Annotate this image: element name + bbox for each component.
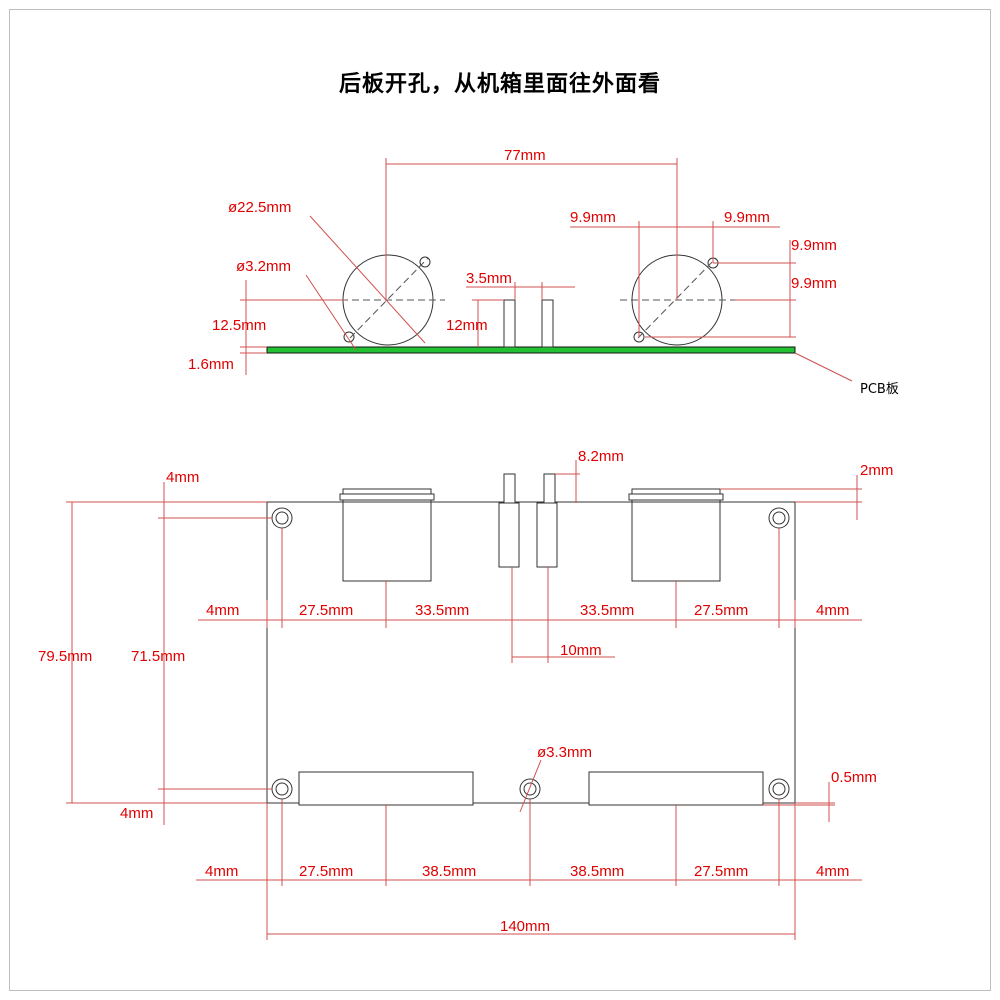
dim-top-row-2: 33.5mm — [415, 602, 469, 619]
mount-hole-top-right — [768, 507, 790, 529]
dim-led-spacing: 10mm — [560, 642, 602, 659]
mount-hole-top-left — [271, 507, 293, 529]
led-right-base — [536, 502, 558, 568]
dim-small-dia: ø3.2mm — [236, 258, 291, 275]
led-left-top — [503, 473, 516, 505]
dim-pcb-thickness: 1.6mm — [188, 356, 234, 373]
led-right-top — [543, 473, 556, 505]
dim-hole-offset-x2: 9.9mm — [724, 209, 770, 226]
dim-bottom-edge-gap: 0.5mm — [831, 769, 877, 786]
dim-top-row-4: 27.5mm — [694, 602, 748, 619]
dim-led-height: 12mm — [446, 317, 488, 334]
bottom-right-connector — [588, 771, 764, 806]
dim-top-span: 77mm — [504, 147, 546, 164]
dim-led-protrusion: 8.2mm — [578, 448, 624, 465]
dim-total-height: 79.5mm — [38, 648, 92, 665]
dim-big-dia: ø22.5mm — [228, 199, 291, 216]
left-screw-hole-b — [343, 331, 355, 343]
dim-bottom-row-4: 27.5mm — [694, 863, 748, 880]
dim-hole-offset-y2: 9.9mm — [791, 275, 837, 292]
top-view: 79.5mm 71.5mm 4mm 4mm 8.2mm 2mm 0.5mm ø3… — [38, 448, 893, 940]
mount-hole-bottom-center — [519, 778, 541, 800]
dim-hole-span-height: 71.5mm — [131, 648, 185, 665]
right-connector-flange-inner — [628, 493, 724, 501]
dim-top-row-0: 4mm — [206, 602, 239, 619]
dim-led-gap: 3.5mm — [466, 270, 512, 287]
drawing-frame — [9, 9, 991, 991]
left-connector-flange-inner — [339, 493, 435, 501]
left-connector-body — [342, 501, 432, 582]
dim-bottom-row-2: 38.5mm — [422, 863, 476, 880]
dim-hole-offset-x1: 9.9mm — [570, 209, 616, 226]
dim-bottom-row-5: 4mm — [816, 863, 849, 880]
led-left-base — [498, 502, 520, 568]
dim-bottom-row-1: 27.5mm — [299, 863, 353, 880]
dim-mount-hole-dia: ø3.3mm — [537, 744, 592, 761]
dim-hole-offset-y1: 9.9mm — [791, 237, 837, 254]
left-screw-hole-a — [419, 256, 431, 268]
dim-bottom-row-3: 38.5mm — [570, 863, 624, 880]
drawing-title: 后板开孔，从机箱里面往外面看 — [338, 72, 661, 97]
mount-hole-bottom-left — [271, 778, 293, 800]
pcb-board — [266, 346, 796, 354]
right-connector-body — [631, 501, 721, 582]
dim-top-row-5: 4mm — [816, 602, 849, 619]
dim-connector-protrusion: 2mm — [860, 462, 893, 479]
side-view: PCB板 77mm ø22.5mm ø3.2mm 12.5mm 1.6mm — [188, 147, 899, 397]
dim-bottom-row-0: 4mm — [205, 863, 238, 880]
dim-top-row-3: 33.5mm — [580, 602, 634, 619]
led-left — [503, 299, 516, 348]
dim-top-row-1: 27.5mm — [299, 602, 353, 619]
dim-left-bottom-offset: 4mm — [120, 805, 153, 822]
dim-left-top-offset: 4mm — [166, 469, 199, 486]
dim-height-center: 12.5mm — [212, 317, 266, 334]
pcb-label: PCB板 — [860, 382, 899, 397]
led-right — [541, 299, 554, 348]
dim-total-width: 140mm — [500, 918, 550, 935]
bottom-left-connector — [298, 771, 474, 806]
mount-hole-bottom-right — [768, 778, 790, 800]
